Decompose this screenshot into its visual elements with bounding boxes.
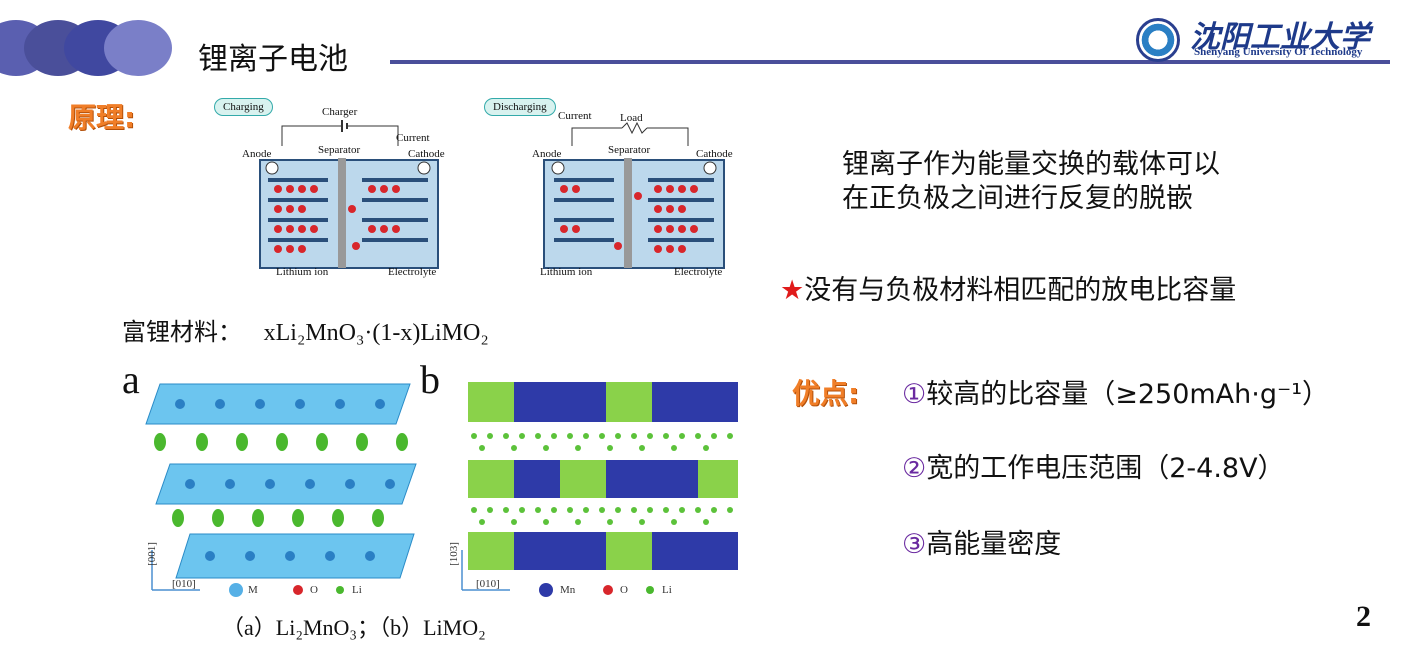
discharge-cathode-label: Cathode (696, 148, 733, 160)
legend-a-m: M (248, 584, 258, 596)
figure-b-label: b (420, 357, 440, 402)
star-statement: ★没有与负极材料相匹配的放电比容量 (780, 272, 1236, 309)
load-label: Load (620, 112, 643, 124)
title-rule (390, 60, 1390, 64)
header-circle-4 (104, 20, 172, 76)
charging-diagram: Charging Charger Current Anode Separator… (212, 96, 462, 281)
logo-chinese-name: 沈阳工业大学 (1190, 20, 1370, 55)
logo-english-name: Shenyang University Of Technology (1194, 46, 1363, 58)
charging-pill: Charging (214, 98, 273, 116)
legend-b-o: O (620, 584, 628, 596)
advantage-number: ② (902, 453, 927, 484)
description-line-1: 锂离子作为能量交换的载体可以 (842, 149, 1220, 180)
axis-b-vertical: [103] (447, 542, 460, 566)
discharge-separator-label: Separator (608, 144, 651, 156)
advantage-number: ① (902, 379, 927, 410)
electrolyte-label: Electrolyte (388, 266, 437, 278)
advantage-item-2: ②宽的工作电压范围（2-4.8V） (902, 450, 1285, 487)
rich-material-label: 富锂材料： (122, 318, 242, 346)
advantage-text: 宽的工作电压范围（2-4.8V） (926, 453, 1285, 484)
university-logo-icon (1136, 18, 1180, 62)
legend-b-li: Li (662, 584, 672, 596)
slide-title: 锂离子电池 (198, 42, 348, 77)
advantage-text: 高能量密度 (926, 529, 1062, 560)
structure-b-svg (461, 382, 738, 597)
discharge-anode-label: Anode (532, 148, 562, 160)
legend-a-o: O (310, 584, 318, 596)
anode-label: Anode (242, 148, 272, 160)
discharging-diagram: Discharging Current Load Anode Separator… (482, 96, 742, 281)
current-label: Current (396, 132, 430, 144)
axis-b-horizontal: [010] (476, 578, 500, 590)
axis-a-vertical: [001] (145, 542, 158, 566)
separator-label: Separator (318, 144, 361, 156)
legend-b-mn: Mn (560, 584, 576, 596)
axis-a-horizontal: [010] (172, 578, 196, 590)
advantage-item-3: ③高能量密度 (902, 526, 1061, 563)
discharge-lithium-ion-label: Lithium ion (540, 266, 593, 278)
charger-label: Charger (322, 106, 358, 118)
legend-a-li: Li (352, 584, 362, 596)
lithium-ion-label: Lithium ion (276, 266, 329, 278)
discharging-cell-svg (543, 121, 725, 269)
rich-material-formula: xLi₂MnO₃·(1-x)LiMO₂ (263, 320, 489, 346)
description-line-2: 在正负极之间进行反复的脱嵌 (842, 183, 1193, 214)
cathode-label: Cathode (408, 148, 445, 160)
structure-a-svg (145, 383, 417, 597)
rich-material-line: 富锂材料： xLi₂MnO₃·(1-x)LiMO₂ (122, 312, 489, 347)
star-statement-text: 没有与负极材料相匹配的放电比容量 (804, 275, 1237, 306)
advantage-text: 较高的比容量（≥250mAh·g⁻¹） (926, 379, 1330, 410)
advantage-item-1: ①较高的比容量（≥250mAh·g⁻¹） (902, 376, 1329, 413)
page-number: 2 (1356, 600, 1371, 633)
principle-label: 原理: (68, 101, 136, 134)
advantage-number: ③ (902, 529, 927, 560)
charging-cell-svg (259, 120, 439, 269)
advantages-label: 优点: (792, 377, 860, 410)
figure-caption: （a）Li₂MnO₃；（b）LiMO₂ (222, 615, 486, 640)
star-icon: ★ (780, 275, 805, 306)
figure-a-label: a (122, 357, 140, 402)
discharge-electrolyte-label: Electrolyte (674, 266, 723, 278)
discharge-current-label: Current (558, 110, 592, 122)
discharging-pill: Discharging (484, 98, 556, 116)
